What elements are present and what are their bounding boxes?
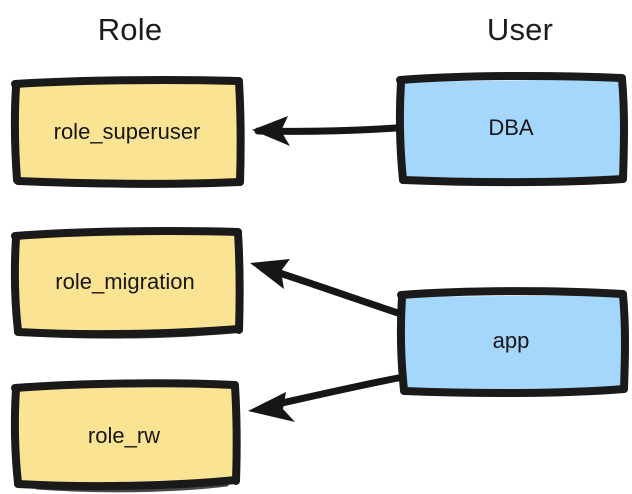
node-role-migration[interactable]: role_migration xyxy=(5,224,245,340)
edge-dba-to-role-superuser xyxy=(252,116,400,146)
edge-app-to-role-rw xyxy=(248,374,402,422)
node-role-superuser[interactable]: role_superuser xyxy=(8,74,246,190)
node-role-rw-shape xyxy=(10,379,241,493)
node-dba-shape xyxy=(395,71,628,187)
edge-app-to-role-migration xyxy=(250,259,402,317)
node-role-migration-shape xyxy=(10,227,244,339)
node-role-superuser-shape xyxy=(10,76,245,188)
node-app-shape xyxy=(396,287,629,398)
node-role-rw[interactable]: role_rw xyxy=(5,377,243,494)
column-header-user: User xyxy=(486,12,554,47)
node-app[interactable]: app xyxy=(393,284,629,398)
node-dba[interactable]: DBA xyxy=(393,70,629,187)
column-header-role: Role xyxy=(97,12,163,47)
